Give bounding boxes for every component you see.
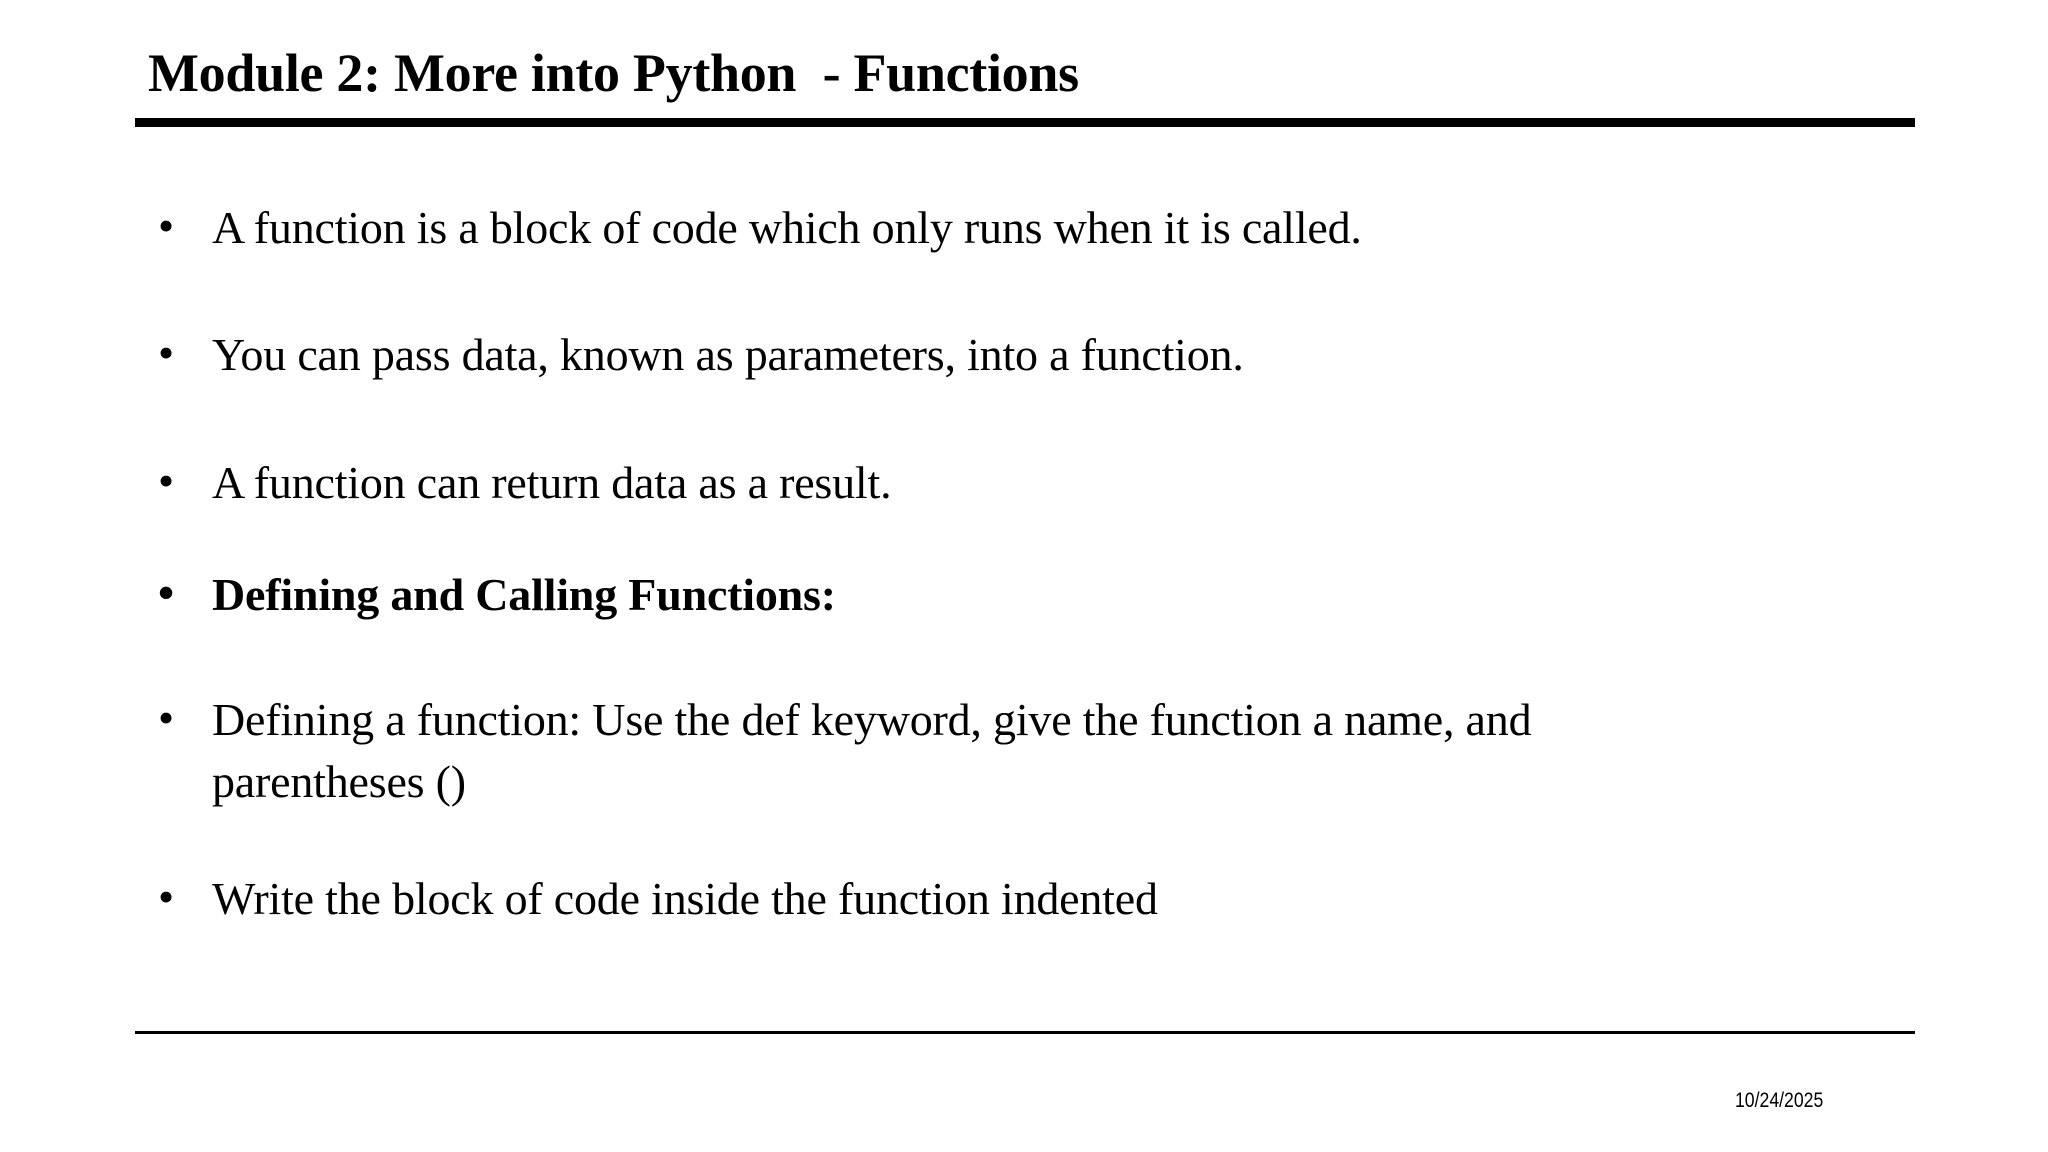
- bullet-text: Write the block of code inside the funct…: [212, 873, 1158, 924]
- footer-divider: [135, 1031, 1915, 1034]
- bullet-item: • A function is a block of code which onl…: [148, 197, 1808, 259]
- bullet-text: You can pass data, known as parameters, …: [212, 329, 1244, 380]
- slide-title: Module 2: More into Python - Functions: [148, 43, 1079, 103]
- bullet-marker-icon: •: [158, 871, 174, 922]
- bullet-item: • Write the block of code inside the func…: [148, 868, 1808, 930]
- bullet-item: • Defining and Calling Functions:: [148, 564, 1808, 626]
- bullet-marker-icon: •: [158, 692, 174, 743]
- bullet-marker-icon: •: [158, 567, 174, 618]
- bullet-text: A function is a block of code which only…: [212, 202, 1362, 253]
- bullet-item: • You can pass data, known as parameters,…: [148, 324, 1808, 386]
- bullet-text: Defining and Calling Functions:: [212, 569, 836, 620]
- bullet-item: • Defining a function: Use the def keywor…: [148, 689, 1808, 813]
- title-underline: [135, 118, 1915, 127]
- bullet-marker-icon: •: [158, 327, 174, 378]
- bullet-marker-icon: •: [158, 200, 174, 251]
- bullet-list: • A function is a block of code which onl…: [148, 0, 1808, 1000]
- slide-date: 10/24/2025: [1735, 1089, 1824, 1112]
- bullet-text: Defining a function: Use the def keyword…: [212, 694, 1532, 807]
- bullet-item: • A function can return data as a result.: [148, 452, 1808, 514]
- bullet-text: A function can return data as a result.: [212, 457, 892, 508]
- bullet-marker-icon: •: [158, 455, 174, 506]
